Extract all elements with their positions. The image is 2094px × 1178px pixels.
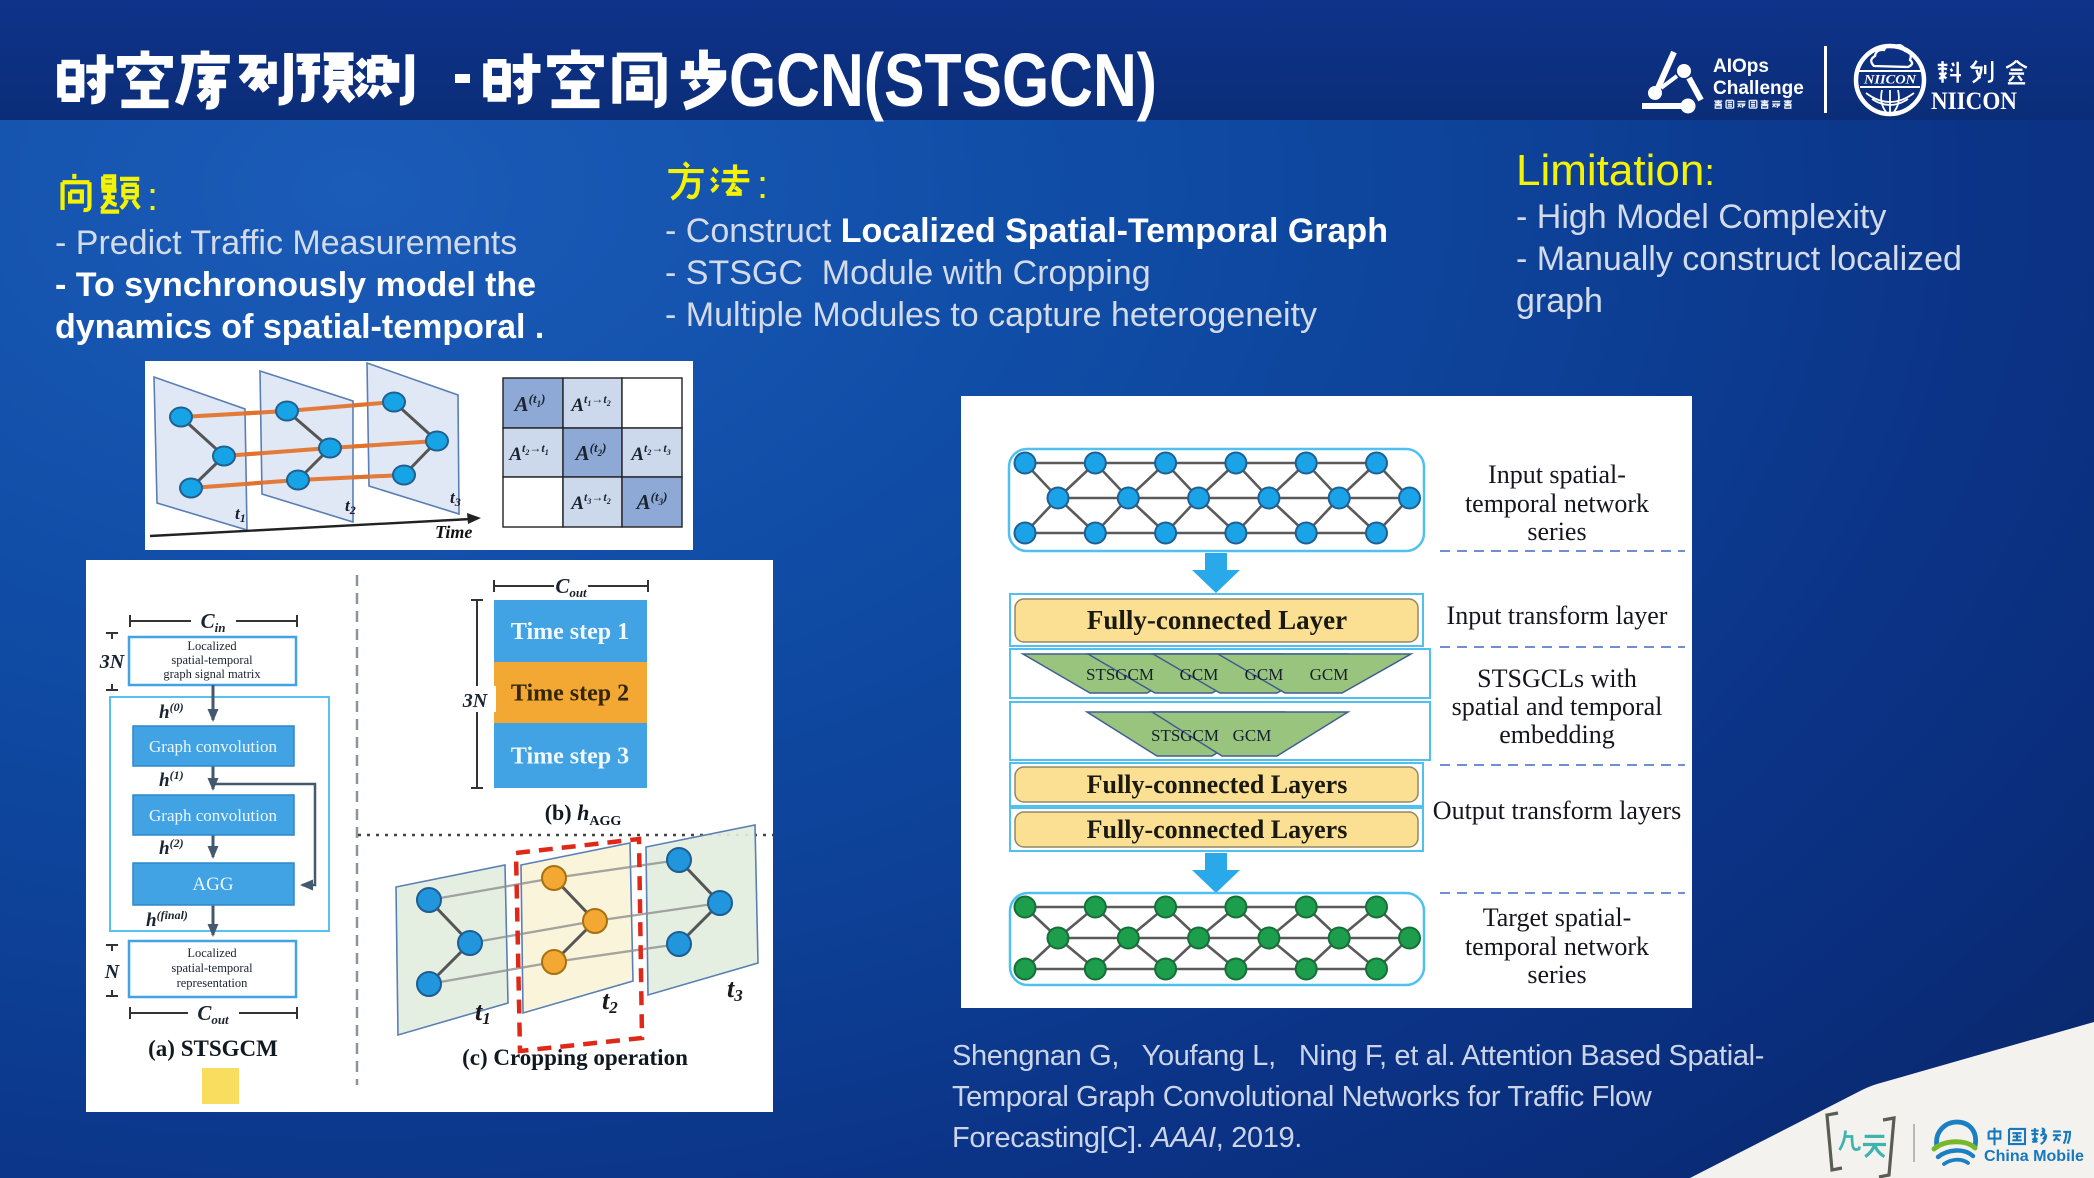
svg-text:Localized: Localized xyxy=(187,946,237,960)
svg-text::: : xyxy=(757,163,768,207)
svg-text:t3: t3 xyxy=(450,488,461,509)
svg-text:3N: 3N xyxy=(462,690,489,712)
svg-text:Fully-connected Layer: Fully-connected Layer xyxy=(1087,605,1347,635)
svg-text:GCM: GCM xyxy=(1233,726,1272,745)
svg-text:Time step 1: Time step 1 xyxy=(511,619,629,645)
svg-text:Localized: Localized xyxy=(187,639,237,653)
svg-text:series: series xyxy=(1527,517,1586,546)
svg-text:GCM: GCM xyxy=(1245,665,1284,684)
svg-text:graph signal matrix: graph signal matrix xyxy=(163,667,261,681)
svg-text:China Mobile: China Mobile xyxy=(1984,1148,2084,1165)
svg-text:temporal network: temporal network xyxy=(1465,932,1649,961)
svg-text:Time step 2: Time step 2 xyxy=(511,681,629,707)
svg-text:t2: t2 xyxy=(345,496,356,517)
svg-text::: : xyxy=(147,175,158,219)
svg-text:embedding: embedding xyxy=(1499,720,1615,749)
svg-text:Output transform layers: Output transform layers xyxy=(1433,796,1681,825)
svg-text:representation: representation xyxy=(177,976,249,990)
svg-text:(c) Cropping operation: (c) Cropping operation xyxy=(462,1045,688,1070)
svg-text:Time: Time xyxy=(435,522,472,542)
svg-text:Fully-connected Layers: Fully-connected Layers xyxy=(1087,815,1348,844)
svg-text:STSGCM: STSGCM xyxy=(1086,665,1154,684)
svg-text:spatial and temporal: spatial and temporal xyxy=(1452,692,1663,721)
svg-text:(a) STSGCM: (a) STSGCM xyxy=(148,1036,278,1061)
svg-text:GCN(STSGCN): GCN(STSGCN) xyxy=(729,38,1157,122)
svg-text:spatial-temporal: spatial-temporal xyxy=(171,653,253,667)
svg-text:t1: t1 xyxy=(235,504,246,525)
svg-text:Graph convolution: Graph convolution xyxy=(149,806,277,825)
svg-text:spatial-temporal: spatial-temporal xyxy=(171,961,253,975)
svg-text:AIOps: AIOps xyxy=(1713,56,1769,77)
svg-text:Graph convolution: Graph convolution xyxy=(149,737,277,756)
svg-text:GCM: GCM xyxy=(1180,665,1219,684)
svg-text:Fully-connected Layers: Fully-connected Layers xyxy=(1087,770,1348,799)
svg-text:Target spatial-: Target spatial- xyxy=(1483,903,1632,932)
svg-text:STSGCLs with: STSGCLs with xyxy=(1477,664,1637,693)
svg-text:Input spatial-: Input spatial- xyxy=(1488,460,1626,489)
svg-text:NIICON: NIICON xyxy=(1863,73,1917,87)
svg-text:3N: 3N xyxy=(99,651,126,673)
svg-text:Time step 3: Time step 3 xyxy=(511,744,629,770)
svg-text:NIICON: NIICON xyxy=(1931,88,2017,115)
svg-text:series: series xyxy=(1527,960,1586,989)
svg-text:Challenge: Challenge xyxy=(1713,78,1804,99)
svg-text:temporal network: temporal network xyxy=(1465,489,1649,518)
svg-text:Input transform layer: Input transform layer xyxy=(1447,601,1668,630)
svg-text:STSGCM: STSGCM xyxy=(1151,726,1219,745)
svg-text:AGG: AGG xyxy=(192,874,233,895)
svg-text:GCM: GCM xyxy=(1310,665,1349,684)
svg-text:N: N xyxy=(104,961,121,983)
